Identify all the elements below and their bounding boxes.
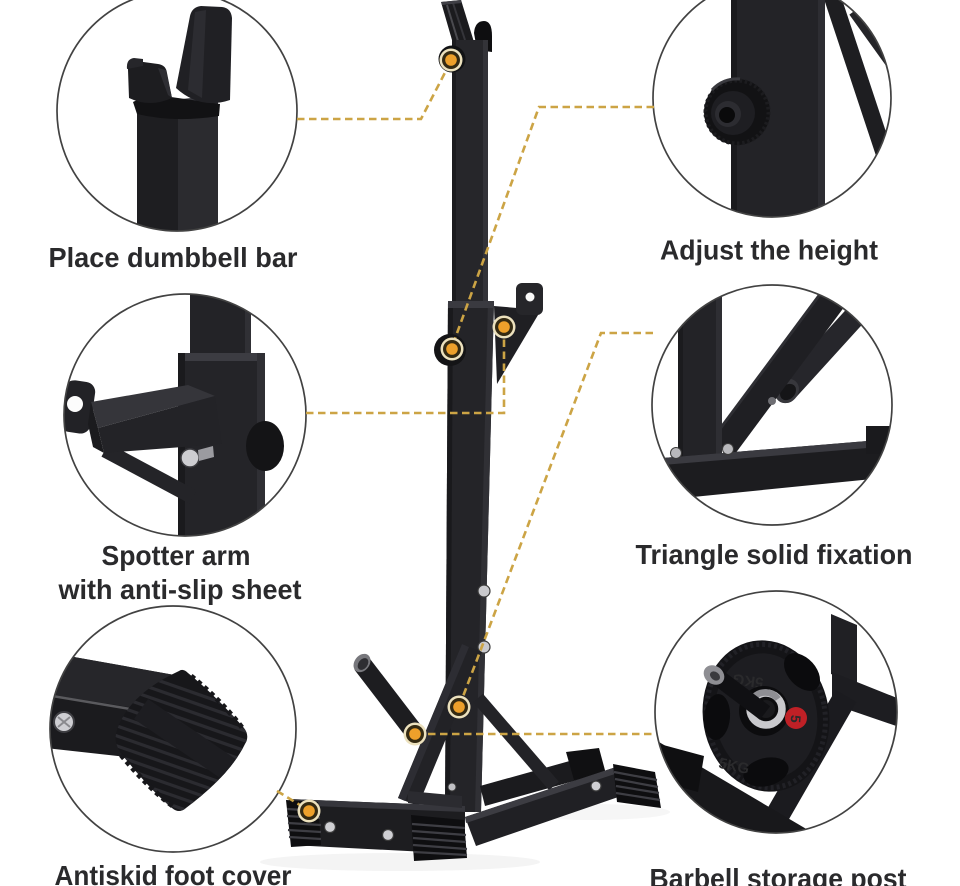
- svg-text:Adjust the height: Adjust the height: [660, 235, 878, 266]
- svg-text:with anti-slip sheet: with anti-slip sheet: [58, 574, 302, 605]
- svg-text:5KG: 5KG: [717, 755, 751, 778]
- svg-text:Barbell storage post: Barbell storage post: [650, 863, 907, 886]
- svg-text:Antiskid foot cover: Antiskid foot cover: [55, 860, 292, 886]
- svg-text:Spotter arm: Spotter arm: [102, 540, 251, 571]
- svg-text:Triangle solid fixation: Triangle solid fixation: [636, 539, 913, 570]
- svg-text:5: 5: [788, 714, 805, 723]
- svg-text:Place dumbbell bar: Place dumbbell bar: [49, 242, 298, 273]
